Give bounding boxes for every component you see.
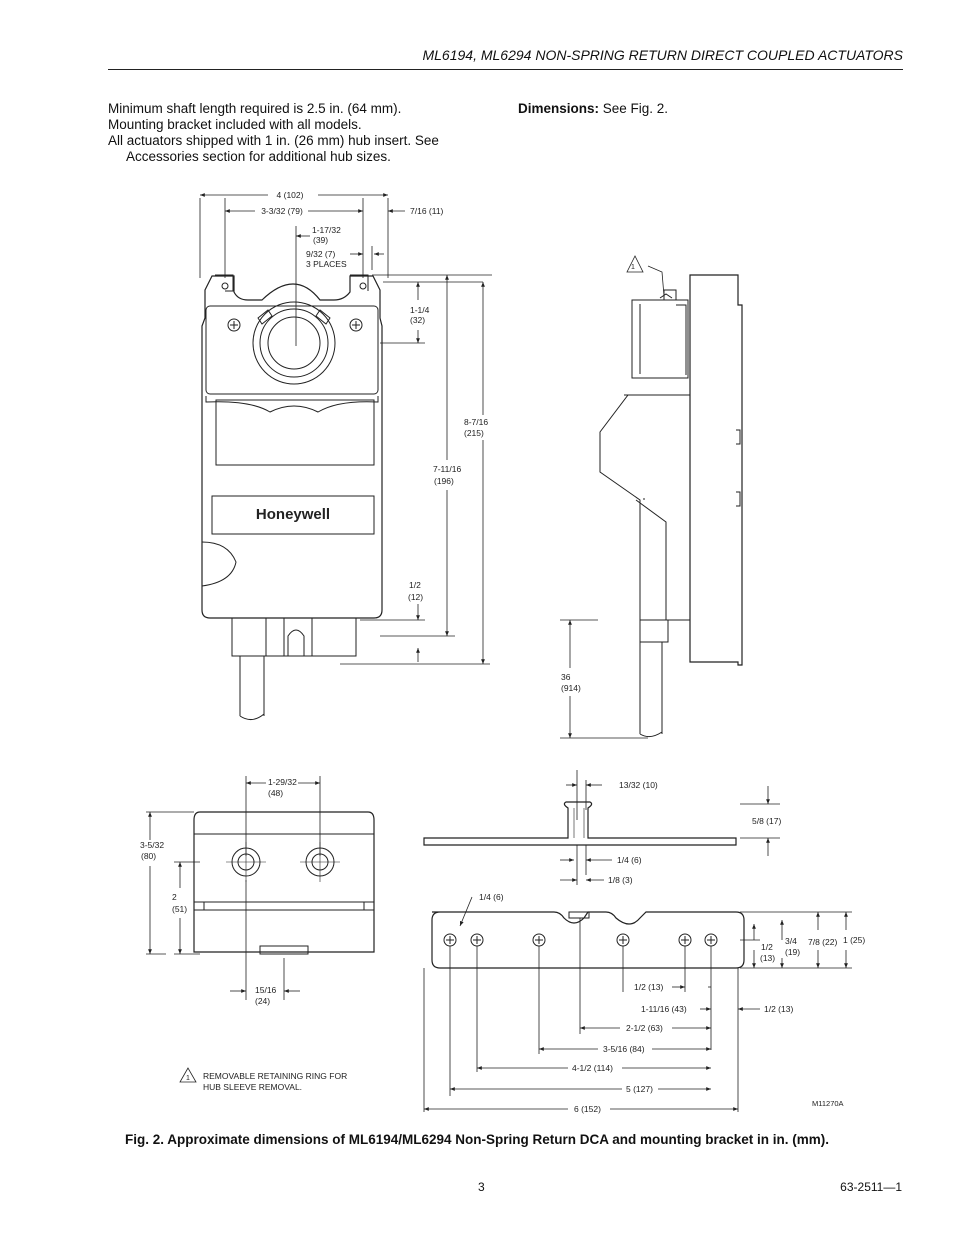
dim-bracket-hole: 1/4 (6) [479,892,504,902]
dim-front-total-b: (215) [464,428,484,438]
dim-bracket-h3: 7/8 (22) [808,937,837,947]
intro-line-1: Minimum shaft length required is 2.5 in.… [108,101,402,116]
dim-bracket-w7: 5 (127) [626,1084,653,1094]
figure-caption: Fig. 2. Approximate dimensions of ML6194… [124,1132,830,1147]
dim-bracket-w2: 1-11/16 (43) [641,1004,687,1014]
bracket-front-view [423,896,852,1112]
dim-side-cable-a: 36 [561,672,571,682]
side-view [560,255,743,739]
page-number: 3 [478,1180,485,1194]
dim-front-holes: 3-3/32 (79) [261,206,303,216]
dim-bracket-h2b: (19) [785,947,800,957]
dim-bracket-h2: 3/4 [785,936,797,946]
note-num: 1 [186,1075,190,1082]
dim-bracket-thick-a: 1/4 (6) [617,855,642,865]
dim-front-right: 7/16 (11) [410,206,444,216]
dim-front-center-a: 1-17/32 [312,225,341,235]
dim-front-slot-a: 9/32 (7) [306,249,335,259]
dim-bracket-w5: 3-5/16 (84) [603,1044,645,1054]
dimensions-label: Dimensions: [518,101,600,116]
dim-bottom-height-a: 3-5/32 [140,840,164,850]
dim-bracket-height: 5/8 (17) [752,816,781,826]
dimensions-text: See Fig. 2. [599,101,669,116]
dim-bracket-h1: 1/2 [761,942,773,952]
header-title: ML6194, ML6294 NON-SPRING RETURN DIRECT … [422,47,903,63]
dim-front-bot-a: 1/2 [409,580,421,590]
dim-bottom-offset-a: 15/16 [255,985,277,995]
dim-bottom-hub-a: 2 [172,892,177,902]
front-view [199,198,492,720]
bottom-view [146,776,375,1000]
intro-line-4: Accessories section for additional hub s… [126,149,391,164]
dim-bottom-spacing-a: 1-29/32 [268,777,297,787]
intro-line-3: All actuators shipped with 1 in. (26 mm)… [108,133,439,148]
document-number: 63-2511—1 [840,1180,902,1194]
dim-bracket-w6: 4-1/2 (114) [572,1063,613,1073]
side-note-num: 1 [631,264,635,271]
dim-bracket-thick-b: 1/8 (3) [608,875,633,885]
dim-bracket-w8: 6 (152) [574,1104,601,1114]
dim-front-total-a: 8-7/16 [464,417,488,427]
page-header: ML6194, ML6294 NON-SPRING RETURN DIRECT … [108,47,903,70]
note-line-1: REMOVABLE RETAINING RING FOR [203,1071,347,1081]
dim-bracket-slot: 13/32 (10) [619,780,658,790]
dim-front-body-b: (196) [434,476,454,486]
dim-bracket-h1b: (13) [760,953,775,963]
dim-bracket-w4: 2-1/2 (63) [626,1023,663,1033]
dim-side-cable-b: (914) [561,683,581,693]
intro-text: Minimum shaft length required is 2.5 in.… [108,101,488,165]
dim-bracket-h4: 1 (25) [843,935,865,945]
bracket-top-view [423,770,780,885]
front-logo: Honeywell [256,506,330,523]
dimensions-note: Dimensions: See Fig. 2. [518,101,668,116]
intro-line-2: Mounting bracket included with all model… [108,117,362,132]
note-line-2: HUB SLEEVE REMOVAL. [203,1082,302,1092]
dim-front-bot-b: (12) [408,592,423,602]
dim-front-top-a: 1-1/4 [410,305,430,315]
dim-bracket-w1: 1/2 (13) [634,982,663,992]
dim-bottom-height-b: (80) [141,851,156,861]
dim-bottom-spacing-b: (48) [268,788,283,798]
dim-bottom-offset-b: (24) [255,996,270,1006]
figure-code: M11270A [812,1099,844,1108]
dim-front-width: 4 (102) [277,190,304,200]
dim-front-body-a: 7-11/16 [433,464,461,474]
dim-front-top-b: (32) [410,315,425,325]
bracket-holes [443,933,718,947]
dim-bracket-w3: 1/2 (13) [764,1004,793,1014]
dim-front-center-b: (39) [313,235,328,245]
dim-front-slot-b: 3 PLACES [306,259,347,269]
dim-bottom-hub-b: (51) [172,904,187,914]
note-triangle-icon [179,1067,197,1083]
